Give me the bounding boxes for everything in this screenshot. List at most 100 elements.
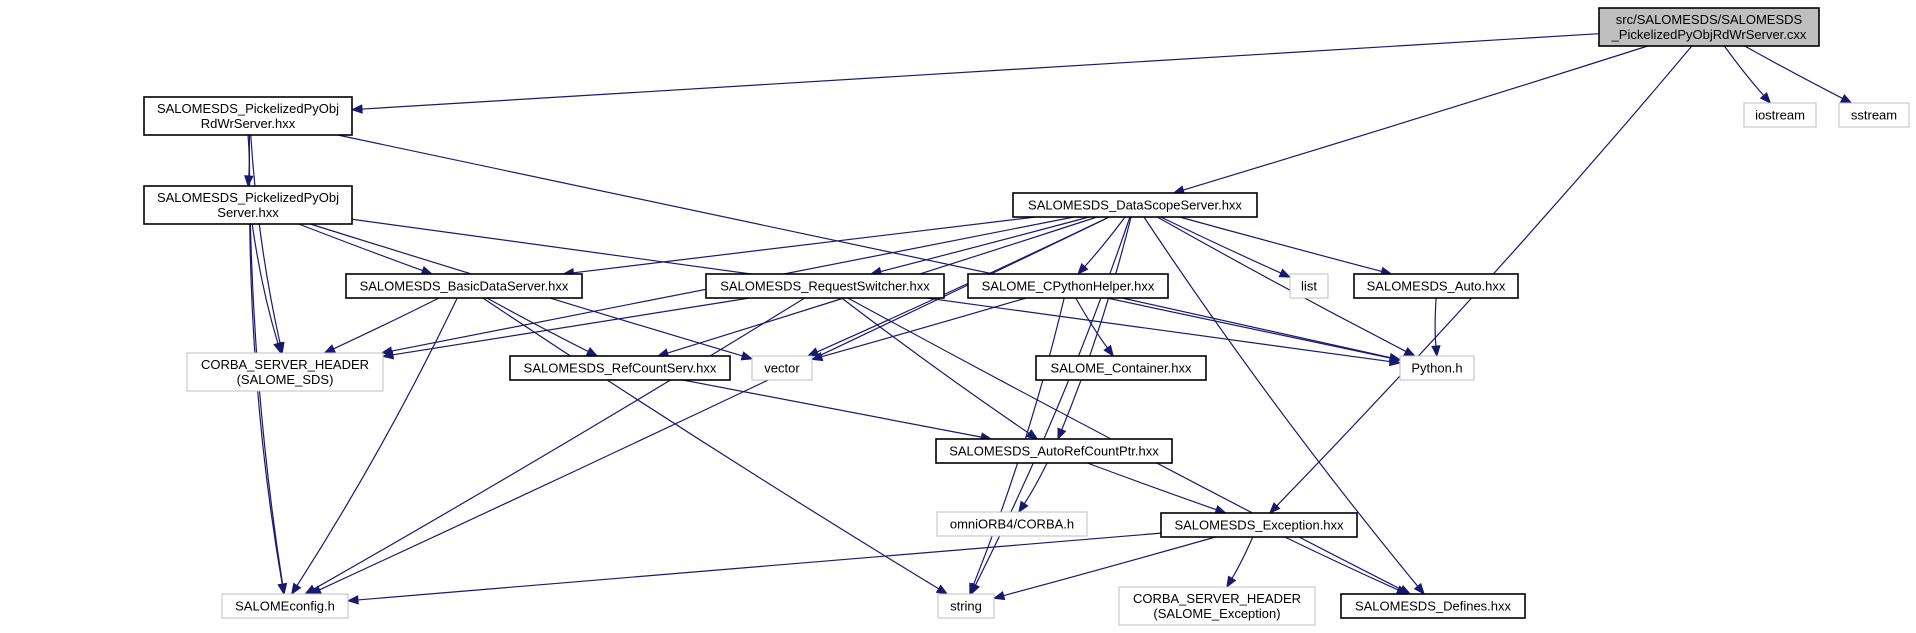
edge-exception-to-string	[992, 536, 1216, 601]
node-datascope[interactable]: SALOMESDS_DataScopeServer.hxx	[1012, 192, 1258, 218]
arrowhead-icon	[1388, 352, 1402, 363]
node-label: sstream	[1851, 108, 1897, 123]
node-defines[interactable]: SALOMESDS_Defines.hxx	[1340, 593, 1526, 619]
edge-pyobjserver-to-config	[249, 223, 287, 596]
node-label: SALOMEconfig.h	[235, 599, 335, 614]
edges-layer	[244, 33, 1853, 605]
node-box	[509, 355, 731, 381]
node-label: SALOMESDS_PickelizedPyObj	[157, 190, 339, 205]
arrowhead-icon	[806, 347, 820, 357]
node-box	[345, 273, 583, 299]
node-rdwr[interactable]: SALOMESDS_PickelizedPyObjRdWrServer.hxx	[143, 96, 353, 136]
node-label: vector	[764, 361, 800, 376]
edge-line	[1121, 297, 1391, 359]
node-label: SALOMESDS_RefCountServ.hxx	[524, 361, 717, 376]
edge-line	[250, 134, 281, 344]
node-label: string	[950, 599, 982, 614]
node-box	[1012, 192, 1258, 218]
node-switcher[interactable]: SALOMESDS_RequestSwitcher.hxx	[705, 273, 945, 299]
node-iostream: iostream	[1743, 102, 1817, 128]
node-label: iostream	[1755, 108, 1805, 123]
node-label: (SALOME_Exception)	[1153, 606, 1280, 621]
node-box	[1118, 586, 1316, 626]
edge-switcher-to-corba_sds	[381, 297, 750, 360]
arrowhead-icon	[1278, 268, 1292, 278]
edge-basic-to-refcount	[486, 297, 599, 357]
edge-line	[1160, 216, 1282, 274]
edge-autoref-to-omniorb	[1018, 462, 1048, 514]
edge-root-to-sstream	[1744, 45, 1853, 104]
edge-line	[296, 297, 458, 586]
edge-datascope-to-list	[1160, 216, 1292, 278]
node-label: SALOMESDS_BasicDataServer.hxx	[360, 279, 569, 294]
node-cpython[interactable]: SALOME_CPythonHelper.hxx	[967, 273, 1169, 299]
edge-basic-to-corba_sds	[323, 297, 440, 354]
node-box	[1353, 273, 1519, 299]
edge-line	[1023, 462, 1048, 504]
arrowhead-icon	[585, 347, 599, 357]
arrowhead-icon	[1077, 263, 1089, 275]
edge-datascope-to-cpython	[1077, 216, 1126, 275]
node-box	[967, 273, 1169, 299]
node-label: src/SALOMESDS/SALOMESDS	[1616, 12, 1803, 27]
node-label: Python.h	[1411, 361, 1462, 376]
node-omniorb: omniORB4/CORBA.h	[936, 511, 1088, 537]
edge-rdwr-to-python	[337, 134, 1402, 363]
edge-line	[1723, 45, 1765, 96]
edge-exception-to-defines	[1284, 536, 1409, 595]
edge-basic-to-string	[482, 297, 949, 595]
edge-line	[357, 532, 1162, 601]
edge-root-to-rdwr	[350, 33, 1600, 114]
node-label: SALOMESDS_DataScopeServer.hxx	[1028, 198, 1242, 213]
node-python: Python.h	[1399, 355, 1475, 381]
node-box	[751, 355, 813, 381]
edge-basic-to-config	[290, 297, 458, 596]
arrowhead-icon	[323, 344, 337, 354]
edge-datascope-to-auto	[1179, 216, 1393, 276]
node-box	[705, 273, 945, 299]
node-box	[186, 352, 384, 392]
edge-line	[337, 134, 1391, 359]
edge-line	[298, 223, 423, 272]
node-container[interactable]: SALOME_Container.hxx	[1035, 355, 1207, 381]
node-box	[143, 96, 353, 136]
node-basic[interactable]: SALOMESDS_BasicDataServer.hxx	[345, 273, 583, 299]
edge-line	[1284, 536, 1399, 591]
arrowhead-icon	[244, 175, 254, 188]
arrowhead-icon	[1759, 92, 1772, 105]
edge-pyobjserver-to-basic	[298, 223, 434, 275]
edge-line	[1179, 216, 1382, 273]
node-box	[1289, 273, 1329, 299]
arrowhead-icon	[1839, 93, 1853, 104]
node-label: omniORB4/CORBA.h	[950, 517, 1074, 532]
node-label: CORBA_SERVER_HEADER	[201, 357, 369, 372]
node-box	[937, 593, 995, 619]
node-exception[interactable]: SALOMESDS_Exception.hxx	[1160, 512, 1358, 538]
node-autoref[interactable]: SALOMESDS_AutoRefCountPtr.hxx	[935, 438, 1173, 464]
edge-exception-to-config	[346, 532, 1162, 605]
arrowhead-icon	[350, 104, 363, 114]
node-box	[936, 511, 1088, 537]
edge-line	[1156, 216, 1407, 352]
arrowhead-icon	[381, 350, 395, 360]
node-label: RdWrServer.hxx	[201, 116, 296, 131]
node-auto[interactable]: SALOMESDS_Auto.hxx	[1353, 273, 1519, 299]
arrowhead-icon	[1103, 344, 1115, 358]
node-string: string	[937, 593, 995, 619]
edge-line	[319, 216, 1110, 591]
node-label: SALOME_Container.hxx	[1051, 361, 1192, 376]
edge-line	[975, 216, 1131, 586]
node-list: list	[1289, 273, 1329, 299]
edge-line	[1061, 216, 1132, 430]
node-refcount[interactable]: SALOMESDS_RefCountServ.hxx	[509, 355, 731, 381]
arrowhead-icon	[304, 584, 317, 595]
edge-line	[361, 33, 1600, 110]
node-label: SALOMESDS_PickelizedPyObj	[157, 101, 339, 116]
node-config: SALOMEconfig.h	[221, 593, 349, 619]
node-sstream: sstream	[1838, 102, 1910, 128]
edge-line	[1231, 536, 1254, 579]
arrowhead-icon	[740, 351, 754, 361]
edge-cpython-to-container	[1075, 297, 1115, 358]
